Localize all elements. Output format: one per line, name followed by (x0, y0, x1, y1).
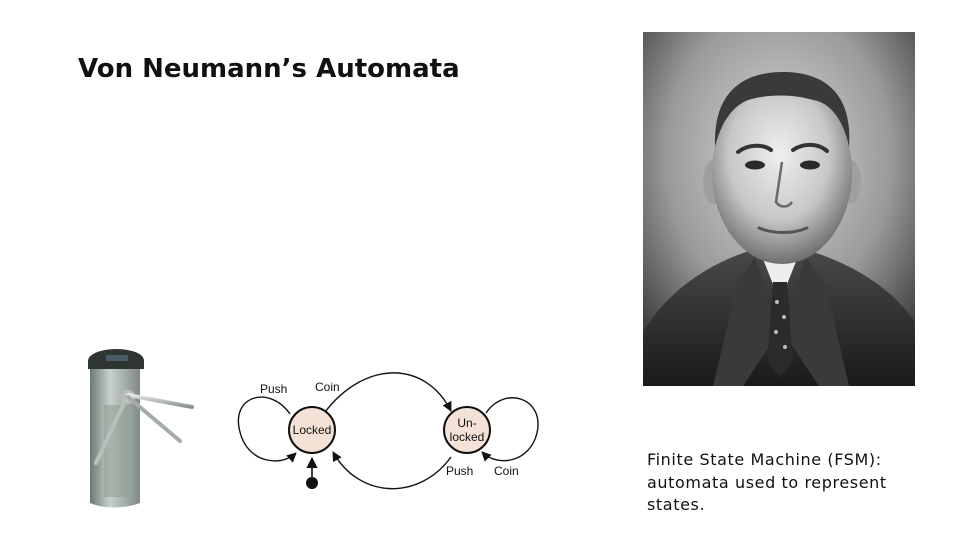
transition-locked-self-loop (237, 396, 297, 463)
transition-unlocked-self-loop (481, 397, 539, 462)
fsm-diagram: Locked Un- locked Push Coin Push Coin (237, 372, 539, 490)
caption-line: automata used to represent (647, 472, 887, 492)
portrait-photo (643, 32, 915, 386)
slide-title: Von Neumann’s Automata (78, 54, 460, 84)
state-unlocked-label-line2: locked (450, 430, 485, 444)
state-unlocked (443, 406, 491, 454)
transition-coin-arc (324, 372, 452, 413)
label-unlocked-to-locked: Push (446, 464, 473, 478)
caption-line: states. (647, 495, 706, 514)
label-unlocked-self: Coin (494, 464, 519, 478)
caption: Finite State Machine (FSM): automata use… (647, 449, 937, 517)
state-locked-label: Locked (293, 423, 332, 437)
turnstile-illustration (88, 349, 194, 508)
state-unlocked-label-line1: Un- (457, 416, 476, 430)
initial-state-dot (306, 477, 318, 489)
state-locked (288, 406, 336, 454)
transition-push-arc (332, 451, 452, 490)
caption-line: Finite State Machine (FSM): (647, 450, 882, 469)
label-locked-to-unlocked: Coin (315, 380, 340, 394)
label-locked-self: Push (260, 382, 287, 396)
